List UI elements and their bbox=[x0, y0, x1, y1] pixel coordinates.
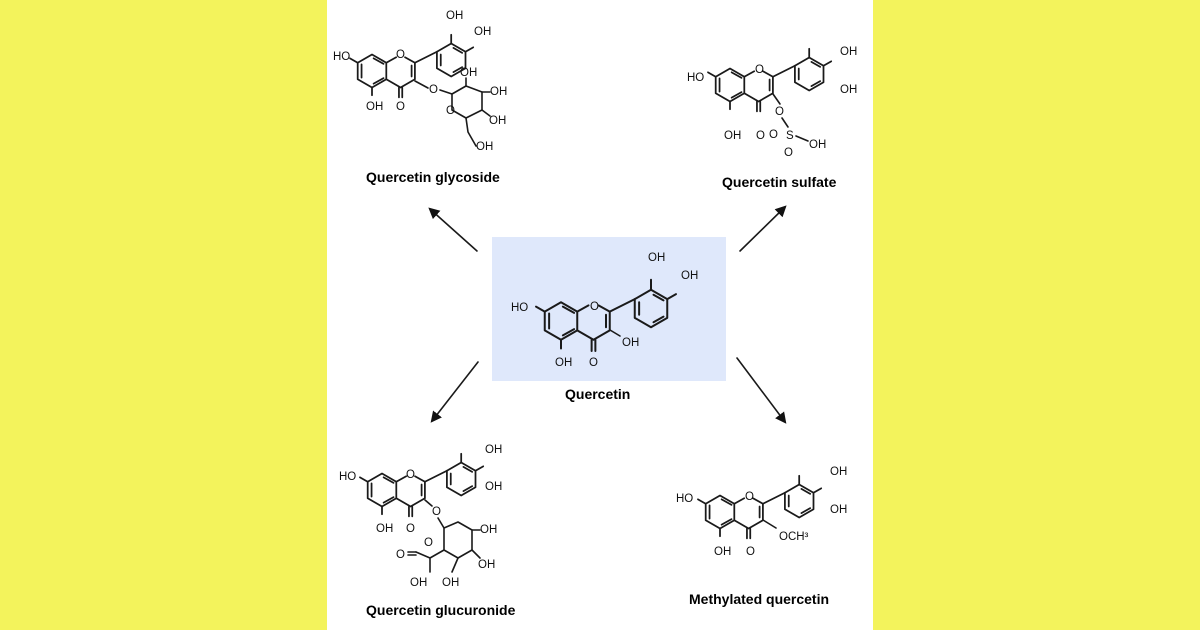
methylated-oh-5: OH bbox=[714, 546, 731, 558]
sulfate-so-oh: OH bbox=[809, 139, 826, 151]
quercetin-ho-left: HO bbox=[511, 302, 528, 314]
glycoside-o-ring: O bbox=[396, 49, 405, 61]
glycoside-caption: Quercetin glycoside bbox=[366, 169, 500, 185]
sulfate-ho-left: HO bbox=[687, 72, 704, 84]
glucuronide-acid-o: O bbox=[396, 549, 405, 561]
glycoside-sugar-o: O bbox=[446, 105, 455, 117]
sulfate-oh-top: OH bbox=[840, 46, 857, 58]
methylated-o-keto: O bbox=[746, 546, 755, 558]
sulfate-caption: Quercetin sulfate bbox=[722, 174, 837, 190]
methylated-oh-top: OH bbox=[830, 466, 847, 478]
glycoside-structure: OH OH HO O OH O O O OH OH OH OH bbox=[333, 10, 507, 153]
glucuronide-sugar-oh2: OH bbox=[478, 559, 495, 571]
sulfate-o-link: O bbox=[775, 106, 784, 118]
glycoside-oh-5: OH bbox=[366, 101, 383, 113]
quercetin-oh-3: OH bbox=[622, 337, 639, 349]
glycoside-sugar-oh3: OH bbox=[489, 115, 506, 127]
glucuronide-o-ring: O bbox=[406, 469, 415, 481]
glucuronide-o-keto: O bbox=[406, 523, 415, 535]
quercetin-o-keto: O bbox=[589, 357, 598, 369]
sulfate-s: S bbox=[786, 130, 794, 142]
glycoside-oh-top: OH bbox=[446, 10, 463, 22]
sulfate-oh-5: OH bbox=[724, 130, 741, 142]
center-highlight-box bbox=[492, 237, 726, 381]
glucuronide-ho-left: HO bbox=[339, 471, 356, 483]
glycoside-oh-right: OH bbox=[474, 26, 491, 38]
glucuronide-acid-oh: OH bbox=[410, 577, 427, 589]
sulfate-s-o2: O bbox=[784, 147, 793, 159]
quercetin-o-ring: O bbox=[590, 301, 599, 313]
glucuronide-oh-top: OH bbox=[485, 444, 502, 456]
glycoside-sugar-oh1: OH bbox=[460, 67, 477, 79]
glycoside-sugar-oh2: OH bbox=[490, 86, 507, 98]
glucuronide-structure: OH OH HO O OH O O O OH OH O OH OH bbox=[339, 444, 502, 589]
sulfate-oh-right: OH bbox=[840, 84, 857, 96]
quercetin-oh-top: OH bbox=[648, 252, 665, 264]
glycoside-o-keto: O bbox=[396, 101, 405, 113]
glucuronide-sugar-oh3: OH bbox=[442, 577, 459, 589]
glucuronide-oh-5: OH bbox=[376, 523, 393, 535]
methylated-o-ring: O bbox=[745, 491, 754, 503]
glucuronide-caption: Quercetin glucuronide bbox=[366, 602, 516, 618]
methylated-caption: Methylated quercetin bbox=[689, 591, 829, 607]
arrow-to-methylated bbox=[736, 357, 787, 424]
glucuronide-sugar-oh1: OH bbox=[480, 524, 497, 536]
glycoside-ho-left: HO bbox=[333, 51, 350, 63]
sulfate-o-ring: O bbox=[755, 64, 764, 76]
glucuronide-sugar-o: O bbox=[424, 537, 433, 549]
methylated-ho-left: HO bbox=[676, 493, 693, 505]
arrow-to-glucuronide bbox=[430, 361, 479, 423]
methylated-oh-right: OH bbox=[830, 504, 847, 516]
methylated-structure: OH OH HO O OH O OCH³ bbox=[676, 466, 847, 558]
glycoside-sugar-oh4: OH bbox=[476, 141, 493, 153]
sulfate-o-keto: O bbox=[756, 130, 765, 142]
quercetin-oh-5: OH bbox=[555, 357, 572, 369]
arrow-to-glycoside bbox=[428, 207, 478, 252]
arrow-to-sulfate bbox=[739, 205, 787, 252]
quercetin-oh-right: OH bbox=[681, 270, 698, 282]
glucuronide-oh-right: OH bbox=[485, 481, 502, 493]
quercetin-caption: Quercetin bbox=[565, 386, 630, 402]
sulfate-s-o1: O bbox=[769, 129, 778, 141]
sulfate-structure: OH OH HO O OH O O S O O OH bbox=[687, 46, 857, 159]
quercetin-structure: OH OH HO O OH OH O bbox=[511, 252, 698, 369]
glycoside-o-link: O bbox=[429, 84, 438, 96]
methylated-och3: OCH³ bbox=[779, 531, 809, 543]
glucuronide-o-link: O bbox=[432, 506, 441, 518]
